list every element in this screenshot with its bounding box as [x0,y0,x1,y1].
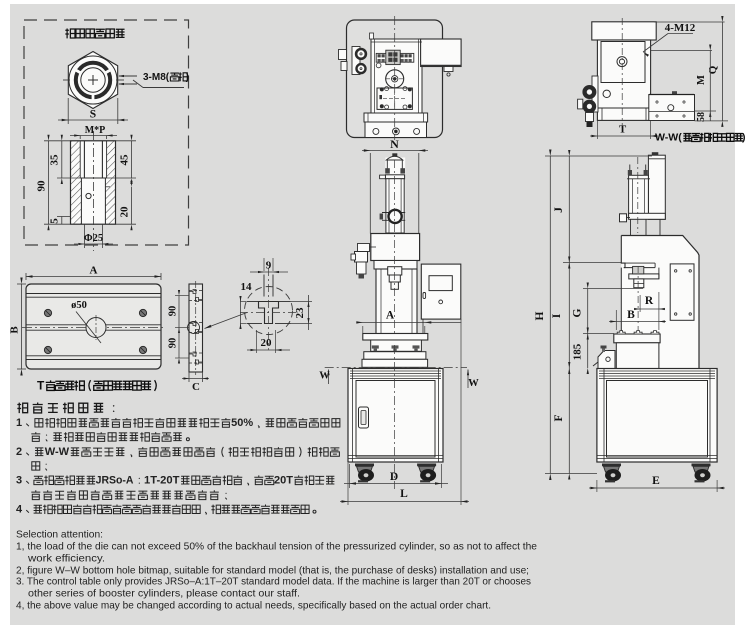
svg-text:35: 35 [49,154,61,166]
svg-text:2, figure W–W bottom hole bitm: 2, figure W–W bottom hole bitmap, suitab… [16,565,529,577]
svg-text:4, the above value may be chan: 4, the above value may be changed accord… [16,600,491,612]
svg-text:): ) [186,72,189,83]
svg-text:F: F [553,414,565,421]
svg-text:1T-20T: 1T-20T [144,475,180,487]
svg-text:Q: Q [707,65,719,74]
svg-text:4-M12: 4-M12 [665,22,696,34]
svg-text:N: N [390,137,399,151]
svg-text:J: J [553,207,565,213]
svg-text:5: 5 [49,218,61,224]
svg-text:14: 14 [241,281,253,293]
svg-text:I: I [551,313,563,318]
svg-text:90: 90 [168,306,179,317]
svg-text:23: 23 [294,307,306,319]
svg-text:A: A [386,310,395,322]
svg-text:H: H [534,311,546,320]
svg-text:9: 9 [266,260,272,272]
svg-text:58: 58 [696,112,707,122]
svg-text:4: 4 [16,504,23,516]
svg-text:M: M [696,75,707,85]
svg-text:1, the load of the die can not: 1, the load of the die can not exceed 50… [16,541,537,553]
svg-text:work efficiency.: work efficiency. [27,553,105,565]
svg-text:ø50: ø50 [71,300,87,311]
svg-text:M*P: M*P [85,125,106,136]
svg-text:E: E [652,475,660,487]
svg-text:T: T [619,124,627,136]
svg-text:45: 45 [119,154,131,166]
svg-text:W: W [468,378,479,389]
svg-text:JRSo-A: JRSo-A [96,475,134,487]
svg-text:20: 20 [261,337,273,349]
svg-text:1: 1 [16,417,22,429]
svg-text:B: B [627,309,635,321]
svg-text:3: 3 [16,475,22,487]
svg-text:L: L [400,488,408,500]
svg-text:185: 185 [572,343,584,360]
svg-text:50%: 50% [231,417,253,429]
svg-text:W: W [319,371,330,382]
svg-text:): ) [742,132,746,144]
svg-text:Selection attention:: Selection attention: [16,529,103,541]
svg-text:2: 2 [16,446,22,458]
svg-text:C: C [192,381,200,393]
svg-text:T: T [37,378,45,392]
svg-text:other series of booster cylind: other series of booster cylinders, pleas… [28,588,300,600]
svg-text:90: 90 [168,338,179,349]
svg-text:S: S [90,109,96,121]
svg-text:R: R [645,295,654,307]
svg-text:G: G [572,308,584,317]
svg-text:W-W: W-W [45,446,70,458]
svg-text:W-W(: W-W( [655,132,682,144]
svg-text:20: 20 [119,206,131,218]
svg-text:3. The control table only prov: 3. The control table only provides JRSo–… [16,576,531,588]
svg-text:B: B [9,326,21,334]
svg-text:3-M8(: 3-M8( [143,72,170,83]
svg-text:20T: 20T [274,475,293,487]
svg-text:Φ25: Φ25 [84,233,103,244]
svg-text:A: A [90,265,98,277]
svg-text:90: 90 [36,180,48,192]
svg-text:D: D [390,471,398,483]
